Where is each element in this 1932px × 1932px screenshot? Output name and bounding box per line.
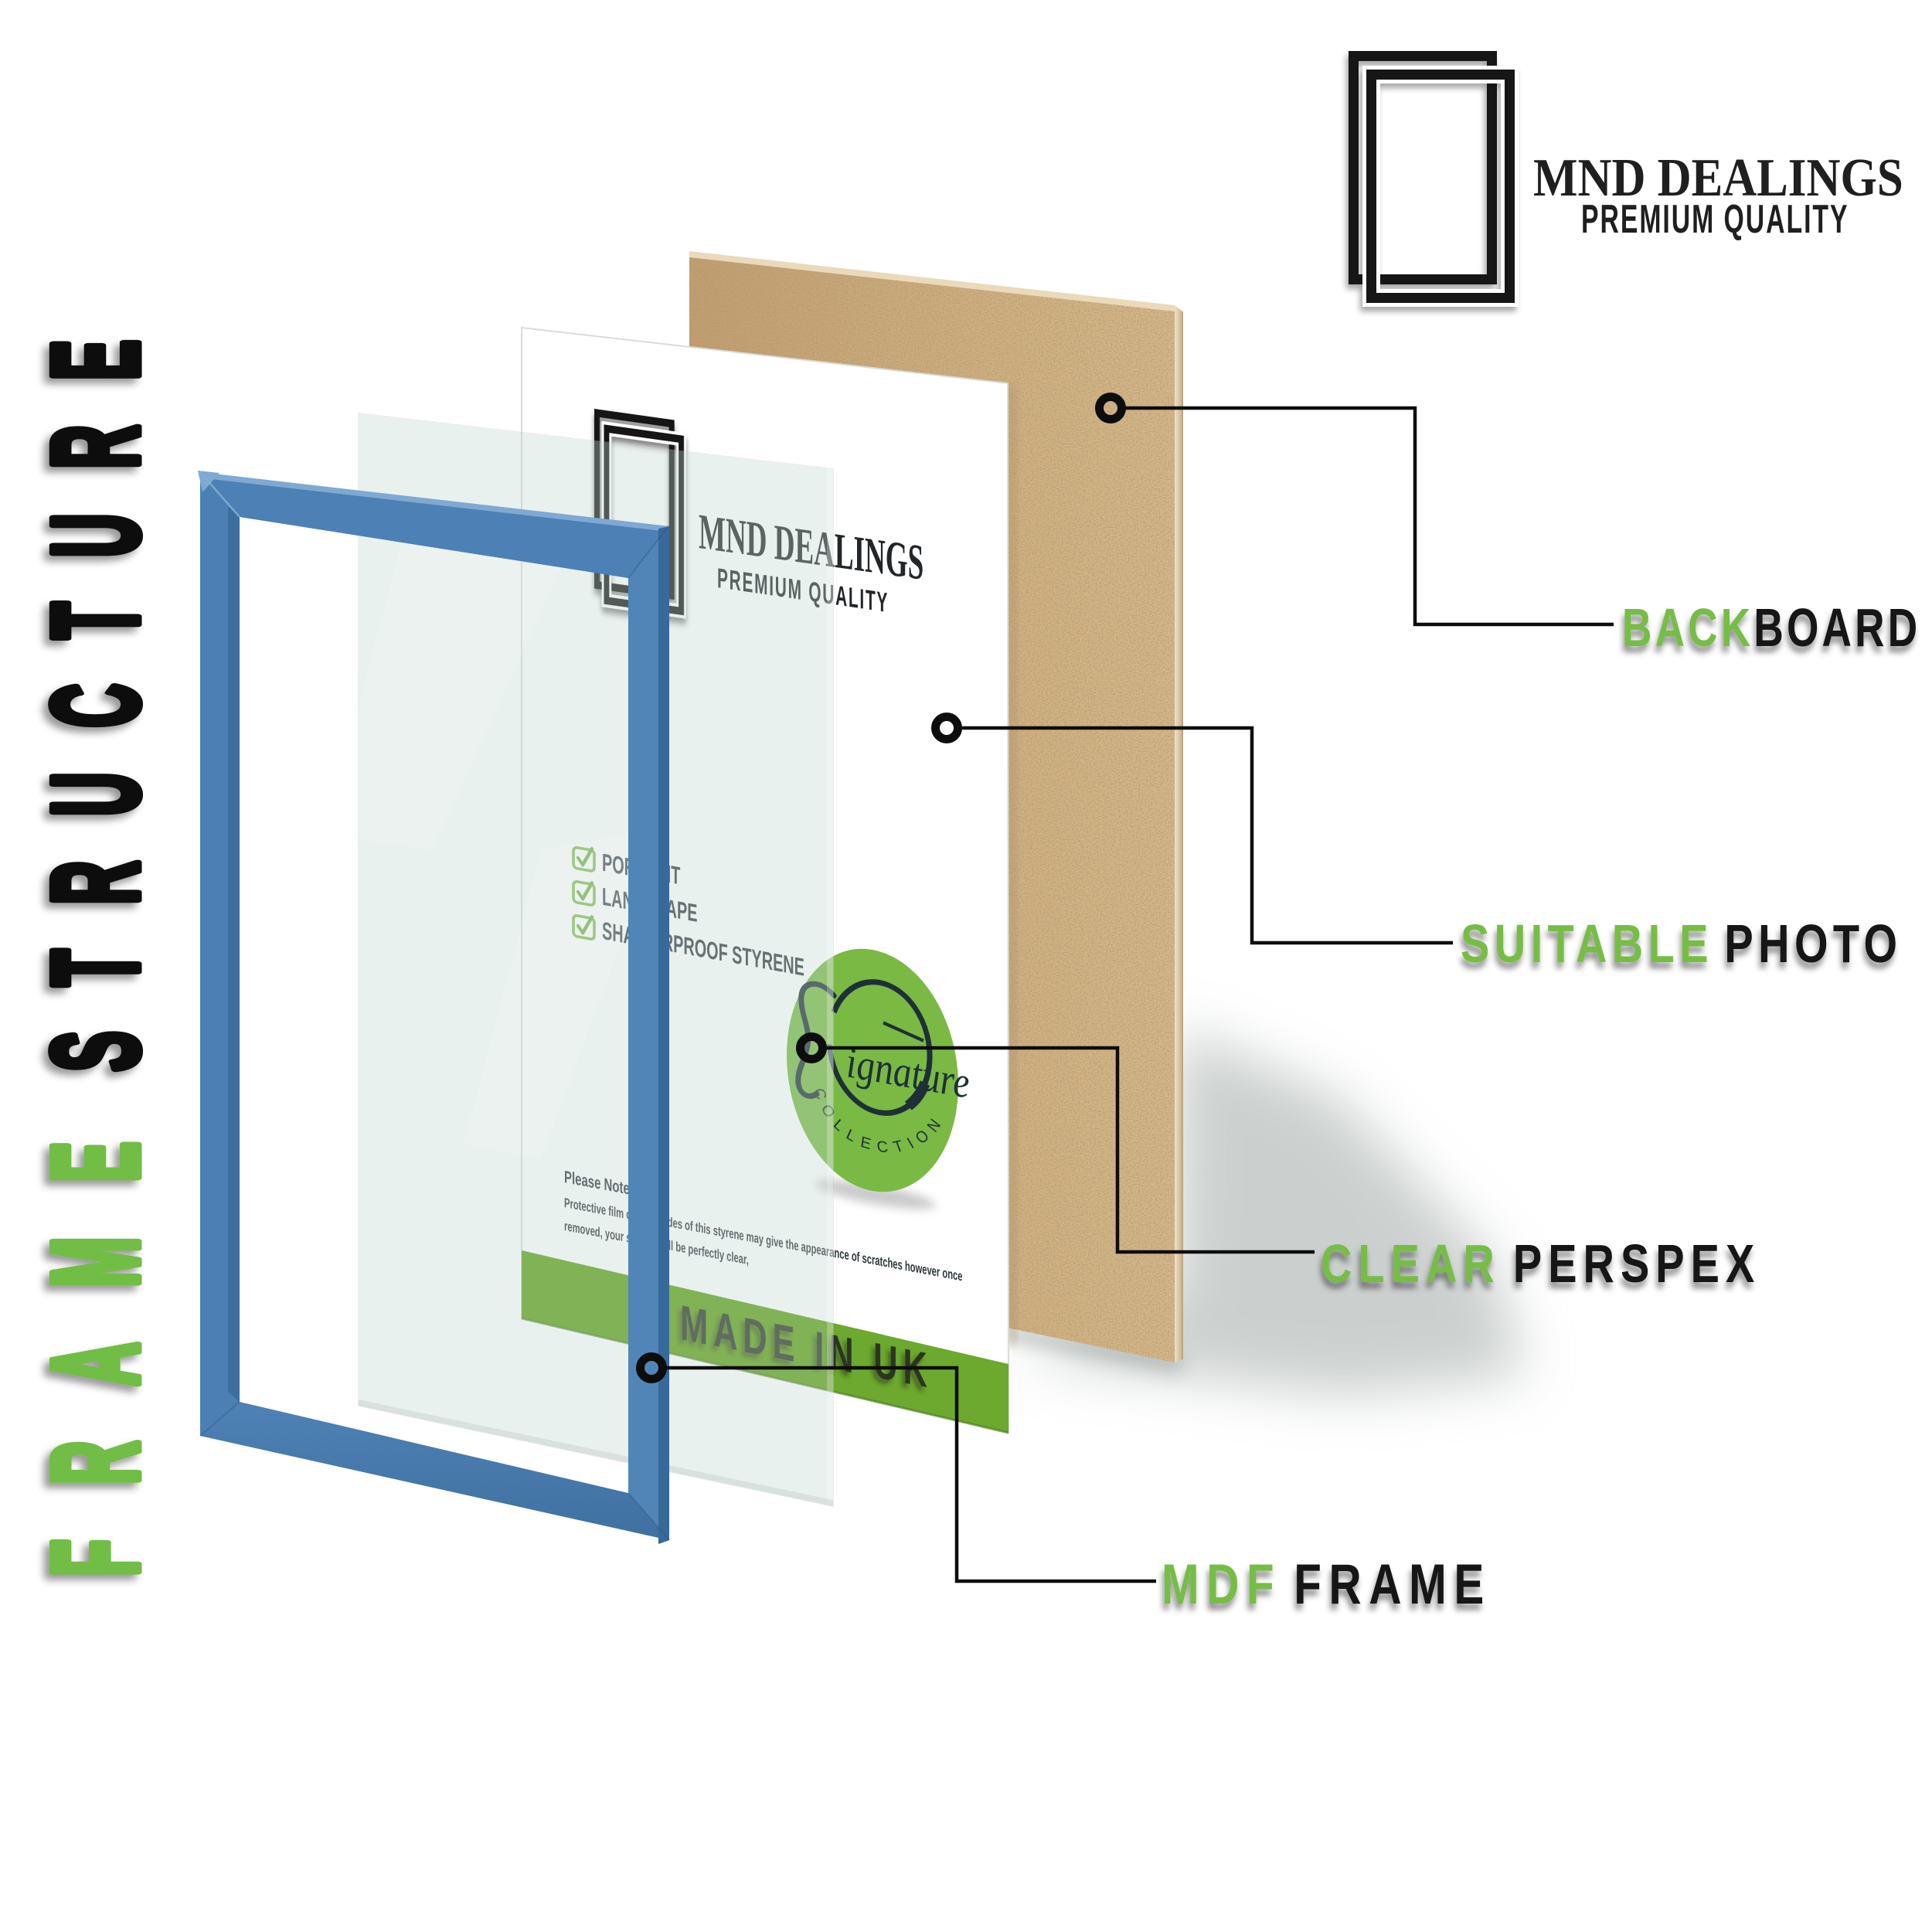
svg-text:PREMIUM QUALITY: PREMIUM QUALITY [1581, 197, 1849, 242]
svg-text:BACKBOARD: BACKBOARD [1622, 598, 1920, 658]
svg-text:FRAMESTRUCTURE: FRAMESTRUCTURE [28, 295, 164, 1577]
svg-text:MND DEALINGS: MND DEALINGS [1533, 148, 1903, 208]
